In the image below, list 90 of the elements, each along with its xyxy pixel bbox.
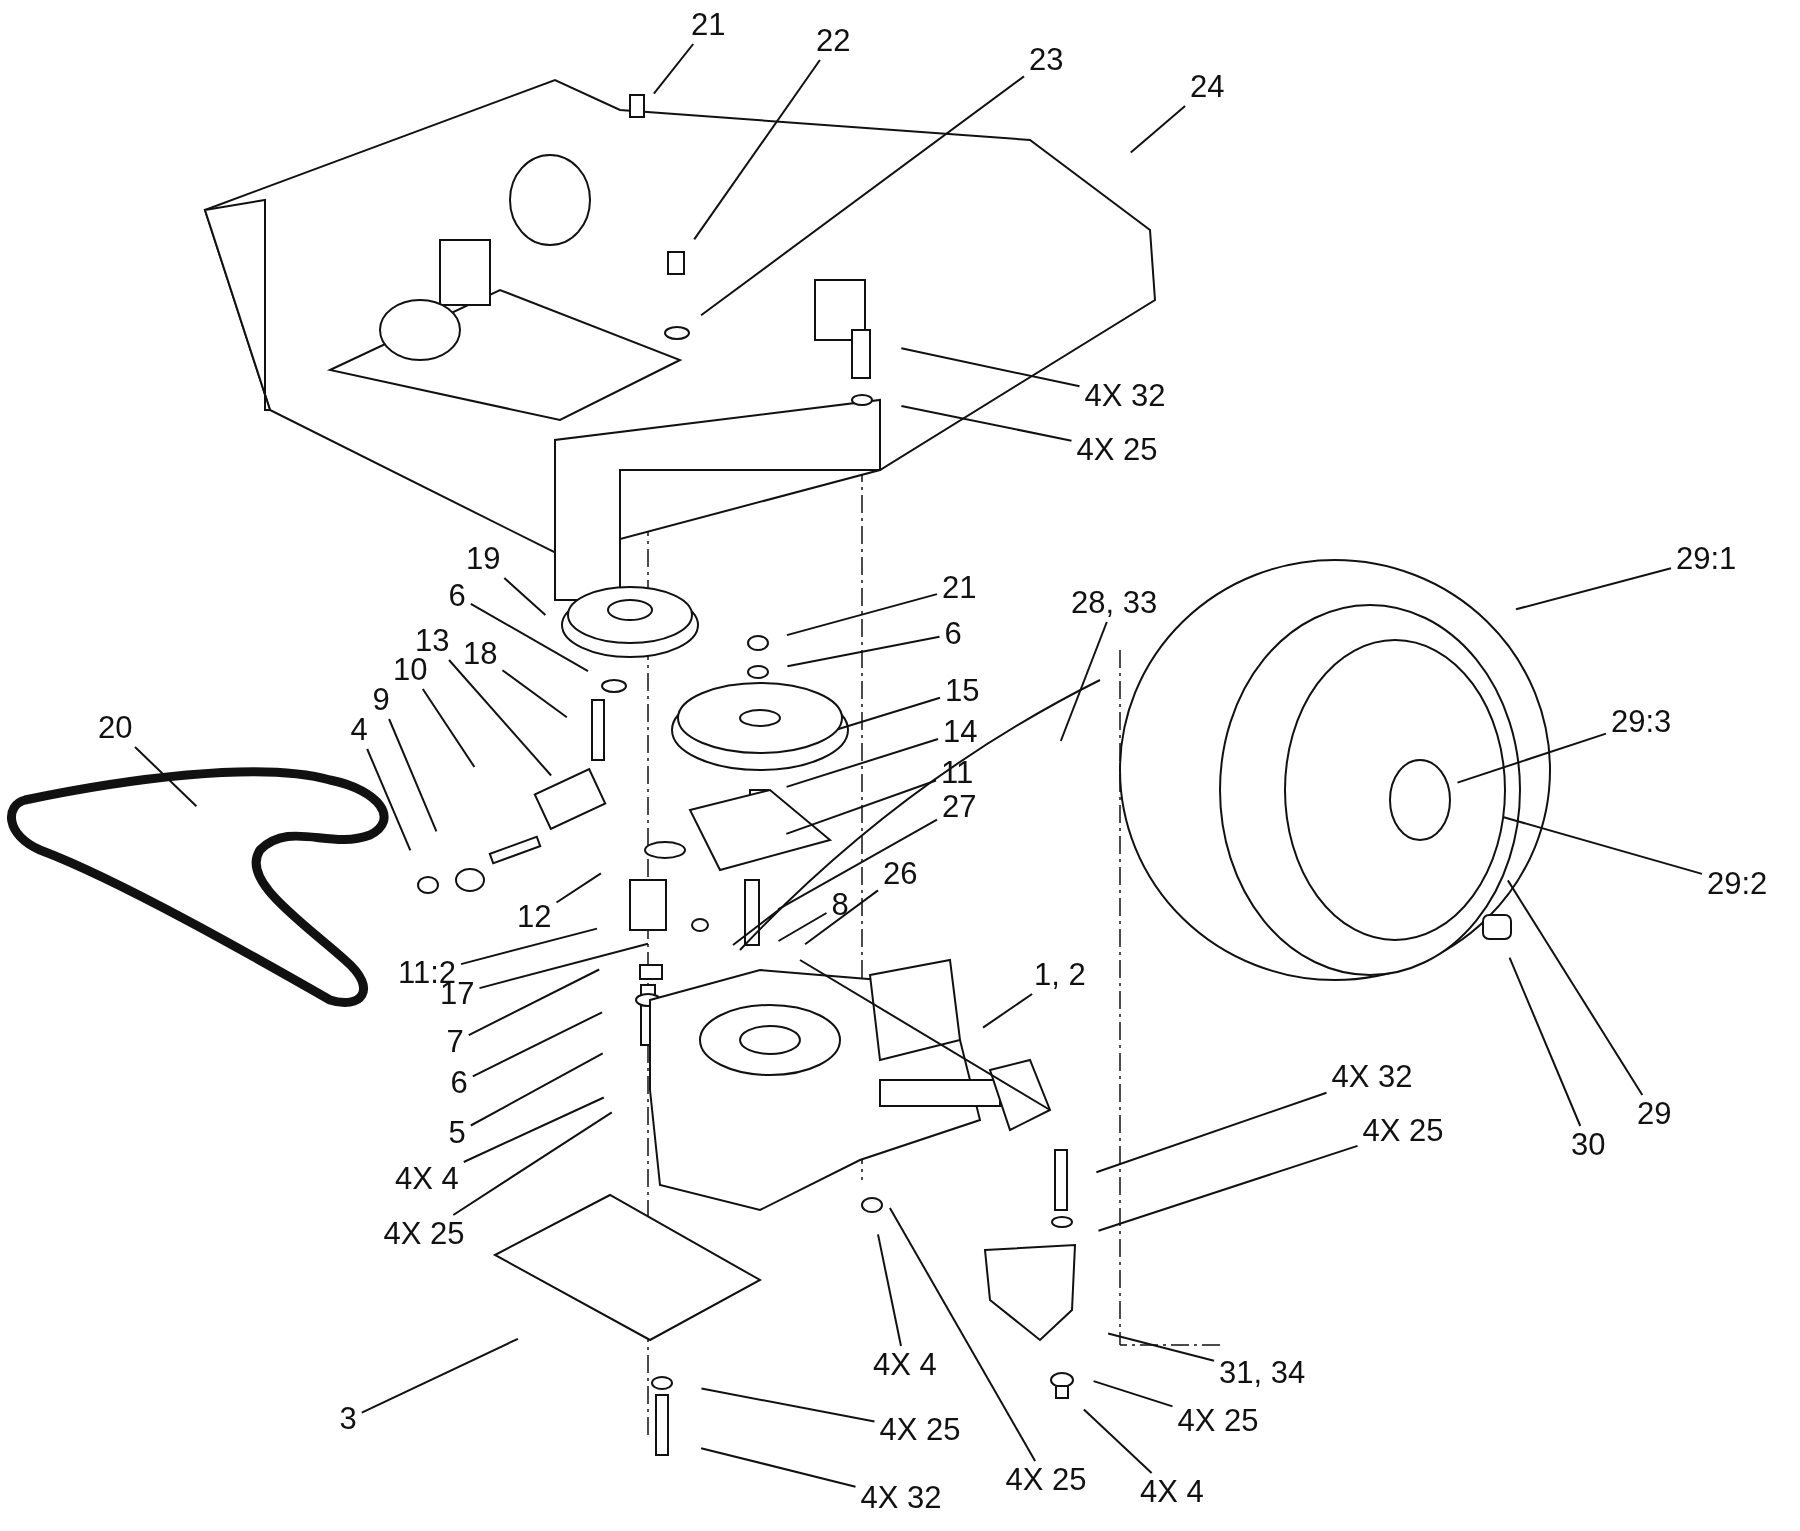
leader-line [777, 818, 938, 911]
leader-line [1508, 956, 1582, 1127]
leader-line [503, 577, 547, 617]
leader-line [366, 748, 412, 852]
callout-number: 24 [1190, 70, 1225, 104]
leader-line [360, 1337, 519, 1414]
callout-number: 4X 32 [860, 1481, 942, 1515]
callout-number: 4X 25 [1005, 1463, 1087, 1497]
callout-number: 4X 4 [873, 1348, 937, 1382]
callout-number: 6 [450, 1066, 468, 1100]
callout-number: 4X 4 [1140, 1475, 1204, 1509]
leader-line [786, 635, 941, 668]
leader-line [804, 889, 879, 946]
callout-number: 4X 25 [1177, 1404, 1259, 1438]
leader-line [460, 927, 598, 966]
callout-number: 5 [448, 1116, 466, 1150]
callout-number: 4X 4 [395, 1162, 459, 1196]
leader-line [785, 779, 937, 835]
callout-number: 23 [1029, 43, 1064, 77]
leader-line [469, 1052, 604, 1127]
callout-number: 6 [448, 579, 466, 613]
leader-line [1082, 1408, 1153, 1474]
leader-line [777, 912, 828, 942]
leader-line [700, 1447, 857, 1488]
leader-line [700, 75, 1025, 317]
leader-line [421, 688, 476, 768]
leader-line [900, 405, 1073, 442]
callout-number: 21 [691, 8, 726, 42]
callout-number: 12 [517, 900, 552, 934]
callout-number: 15 [945, 674, 980, 708]
callout-number: 4X 32 [1084, 379, 1166, 413]
leader-line [1506, 879, 1644, 1096]
leader-line [693, 59, 821, 241]
callout-number: 4 [350, 713, 368, 747]
leader-line [1092, 1380, 1174, 1408]
callout-number: 29:3 [1611, 705, 1672, 739]
leader-line [462, 1096, 605, 1163]
callout-number: 26 [883, 857, 918, 891]
callout-number: 22 [816, 24, 851, 58]
leader-line [1097, 1144, 1359, 1232]
leader-line [1515, 567, 1672, 611]
callout-number: 14 [943, 715, 978, 749]
callout-number: 4X 25 [383, 1217, 465, 1251]
leader-line [982, 993, 1034, 1029]
leader-line [1502, 816, 1703, 875]
leader-line [388, 718, 438, 833]
leader-line [652, 43, 695, 95]
leader-line [448, 659, 553, 777]
callout-number: 20 [98, 711, 133, 745]
leader-line [785, 593, 938, 637]
callout-number: 1, 2 [1034, 958, 1086, 992]
leader-line [1129, 105, 1187, 154]
leader-line [478, 942, 649, 990]
leader-line [700, 1387, 876, 1423]
leader-line [836, 696, 941, 731]
callout-number: 4X 25 [1076, 433, 1158, 467]
callout-number: 28, 33 [1071, 586, 1158, 620]
callout-number: 3 [339, 1402, 357, 1436]
leader-line [1456, 732, 1607, 784]
callout-number: 11 [941, 756, 974, 790]
callout-number: 8 [831, 888, 849, 922]
callout-number: 21 [942, 571, 977, 605]
leader-line [785, 738, 939, 788]
leader-line [877, 1233, 902, 1347]
callout-number: 6 [944, 617, 962, 651]
callout-number: 27 [942, 790, 977, 824]
leader-line [1059, 621, 1108, 742]
callout-number: 4X 25 [879, 1413, 961, 1447]
callout-number: 18 [463, 637, 498, 671]
callout-number: 4X 32 [1331, 1060, 1413, 1094]
callout-number: 29:1 [1676, 542, 1737, 576]
callout-number: 29 [1637, 1097, 1672, 1131]
leader-line [1107, 1332, 1215, 1362]
callout-number: 29:2 [1707, 867, 1768, 901]
callout-number: 31, 34 [1219, 1356, 1306, 1390]
leader-line [134, 746, 198, 808]
leader-line [900, 347, 1081, 388]
callout-number: 4X 25 [1362, 1114, 1444, 1148]
leader-line [467, 968, 601, 1037]
callout-number: 7 [446, 1025, 464, 1059]
leader-line [471, 1011, 604, 1078]
leader-line [888, 1207, 1037, 1462]
leader-line [469, 602, 589, 673]
leader-line [555, 872, 602, 904]
leader-line [501, 669, 568, 719]
leader-line [452, 1111, 613, 1216]
callout-number: 30 [1571, 1128, 1606, 1162]
callout-number: 9 [372, 683, 390, 717]
callout-number: 19 [466, 542, 501, 576]
leader-line [1095, 1091, 1328, 1174]
